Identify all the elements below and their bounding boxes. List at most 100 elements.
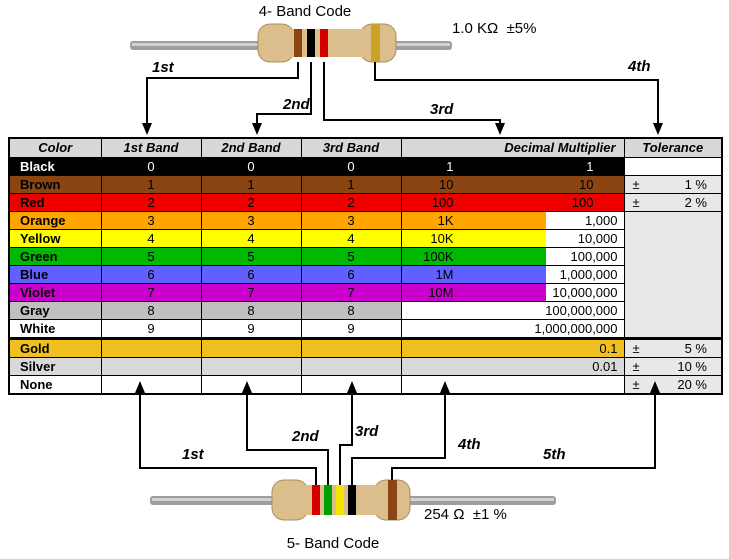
tolerance-cell: ±1 % <box>623 175 723 194</box>
tolerance-value: 2 % <box>684 195 707 210</box>
tolerance-sign: ± <box>632 177 640 192</box>
band-digit-cell: 6 <box>300 265 402 284</box>
tolerance-cell: ±10 % <box>623 357 723 376</box>
band-digit-cell: 1 <box>200 175 302 194</box>
band-red-icon <box>312 485 320 515</box>
arrow-label-bottom-1st: 1st <box>182 446 204 463</box>
multiplier-long-value: 1 <box>586 159 594 174</box>
multiplier-color-stripe <box>402 266 546 283</box>
band-digit-cell: 4 <box>100 229 202 248</box>
multiplier-short-value: 1K <box>437 213 454 228</box>
multiplier-color-stripe <box>402 341 623 357</box>
color-name-cell: Red <box>8 193 102 212</box>
decimal-multiplier-cell: 0.01 <box>400 357 625 376</box>
color-name-cell: None <box>8 375 102 395</box>
tolerance-sign: ± <box>632 377 640 392</box>
table-row-none: None±20 % <box>8 375 723 395</box>
column-header-3rd-band: 3rd Band <box>300 137 402 158</box>
multiplier-long-value: 1,000 <box>584 213 618 228</box>
multiplier-short-value: 1 <box>446 159 454 174</box>
band-digit-cell: 7 <box>200 283 302 302</box>
band-digit-cell: 0 <box>200 157 302 176</box>
multiplier-short-value: 100K <box>423 249 454 264</box>
color-name-cell: Gold <box>8 337 102 358</box>
column-header-color: Color <box>8 137 102 158</box>
tolerance-sign: ± <box>632 341 640 357</box>
color-name-cell: Black <box>8 157 102 176</box>
multiplier-short-value: 100 <box>431 195 454 210</box>
multiplier-color-stripe <box>402 248 546 265</box>
band-yellow-icon <box>336 485 344 515</box>
multiplier-short-value: 1M <box>435 267 454 282</box>
arrow-3rd-band <box>339 381 357 485</box>
band-digit-cell: 8 <box>200 301 302 320</box>
tolerance-value: 1 % <box>684 177 707 192</box>
tolerance-cell <box>623 211 723 339</box>
band-digit-cell: 0 <box>100 157 202 176</box>
five-band-resistor-illustration <box>135 381 660 521</box>
band-digit-cell: 3 <box>200 211 302 230</box>
tolerance-cell: ±2 % <box>623 193 723 212</box>
four-band-resistance-value: 1.0 KΩ ±5% <box>452 20 537 37</box>
tolerance-value: 10 % <box>677 359 707 374</box>
arrow-4th-band <box>374 62 663 135</box>
band-digit-cell: 5 <box>100 247 202 266</box>
multiplier-short-value: 10M <box>428 285 454 300</box>
color-name-cell: Violet <box>8 283 102 302</box>
color-name-cell: White <box>8 319 102 339</box>
column-header-decimal-multiplier: Decimal Multiplier <box>400 137 625 158</box>
multiplier-color-stripe <box>402 230 546 247</box>
tolerance-value: 5 % <box>684 341 707 357</box>
five-band-resistance-value: 254 Ω ±1 % <box>424 506 507 523</box>
column-header-2nd-band: 2nd Band <box>200 137 302 158</box>
decimal-multiplier-cell: 1K 1,000 <box>400 211 625 230</box>
color-name-cell: Orange <box>8 211 102 230</box>
arrow-label-bottom-4th: 4th <box>458 436 481 453</box>
multiplier-long-value: 1,000,000 <box>559 267 618 282</box>
band-digit-cell: 8 <box>300 301 402 320</box>
arrow-label-top-1st: 1st <box>152 59 174 76</box>
lead-wire-left-highlight <box>132 43 260 46</box>
multiplier-long-value: 100 <box>571 195 594 210</box>
band-digit-cell: 5 <box>200 247 302 266</box>
band-black-icon <box>307 29 315 57</box>
tolerance-sign: ± <box>632 359 640 374</box>
color-name-cell: Green <box>8 247 102 266</box>
band-digit-cell: 3 <box>100 211 202 230</box>
band-gold-icon <box>371 24 380 62</box>
band-green-icon <box>324 485 332 515</box>
decimal-multiplier-cell: 1M 1,000,000 <box>400 265 625 284</box>
band-digit-cell: 9 <box>200 319 302 339</box>
multiplier-color-stripe <box>402 358 623 375</box>
arrow-label-top-3rd: 3rd <box>430 101 454 118</box>
tolerance-sign: ± <box>632 195 640 210</box>
arrow-label-bottom-2nd: 2nd <box>292 428 319 445</box>
decimal-multiplier-cell: 100K 100,000 <box>400 247 625 266</box>
band-digit-cell <box>100 357 202 376</box>
multiplier-short-value: 10K <box>430 231 454 246</box>
color-name-cell: Blue <box>8 265 102 284</box>
band-digit-cell: 6 <box>200 265 302 284</box>
four-band-code-title: 4- Band Code <box>258 3 352 20</box>
band-red-icon <box>320 29 328 57</box>
decimal-multiplier-cell: 100,000,000 <box>400 301 625 320</box>
multiplier-color-stripe <box>402 158 623 175</box>
band-digit-cell: 0 <box>300 157 402 176</box>
lead-wire-right-highlight <box>408 498 554 501</box>
lead-wire-right-highlight <box>394 43 450 46</box>
arrow-1st-band <box>142 62 299 135</box>
arrow-label-bottom-5th: 5th <box>543 446 566 463</box>
multiplier-long-value: 100,000 <box>570 249 618 264</box>
band-digit-cell <box>100 337 202 358</box>
